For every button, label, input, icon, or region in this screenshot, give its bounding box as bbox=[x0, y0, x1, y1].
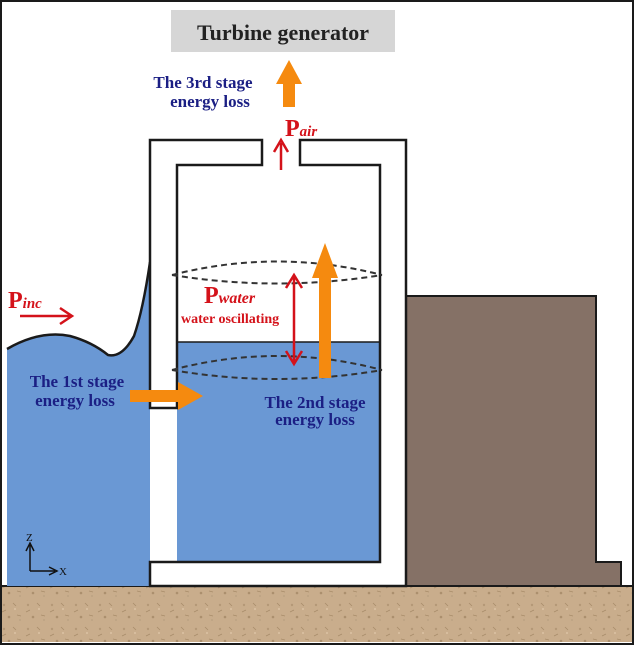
incident-wave-surface bbox=[6, 261, 152, 357]
stage1-label-line2: energy loss bbox=[35, 391, 115, 410]
owc-chamber-structure bbox=[148, 138, 408, 588]
water-level-lower-dashed-lower bbox=[171, 369, 383, 380]
p-inc-sub: inc bbox=[23, 296, 43, 312]
p-air-main: P bbox=[285, 116, 300, 142]
x-axis-label: X bbox=[59, 566, 67, 578]
breakwater-block bbox=[405, 295, 622, 587]
coordinate-axes: Z X bbox=[25, 532, 67, 578]
ocean-water bbox=[7, 262, 150, 586]
stage2-label-line2: energy loss bbox=[275, 410, 355, 429]
stage2-energy-arrow-icon bbox=[312, 243, 338, 378]
p-water-sub: water bbox=[219, 290, 256, 307]
stage3-label-line2: energy loss bbox=[170, 92, 250, 111]
p-inc-main: P bbox=[8, 288, 23, 314]
stage3-label-line1: The 3rd stage bbox=[153, 73, 253, 92]
stage1-energy-arrow-icon bbox=[130, 382, 203, 410]
p-inc-arrow-icon bbox=[20, 306, 75, 326]
p-air-label: Pair bbox=[285, 116, 317, 142]
turbine-generator-box bbox=[171, 10, 395, 52]
stage2-label-line1: The 2nd stage bbox=[264, 393, 366, 412]
p-air-sub: air bbox=[300, 124, 318, 140]
p-water-main: P bbox=[204, 283, 219, 309]
axes-lines-icon bbox=[25, 541, 59, 576]
chamber-water bbox=[177, 342, 380, 562]
page-title: Turbine generator bbox=[197, 20, 369, 45]
stage1-label-line1: The 1st stage bbox=[30, 372, 125, 391]
z-axis-label: Z bbox=[26, 532, 33, 544]
oscillation-double-arrow-icon bbox=[284, 272, 304, 367]
p-inc-label: Pinc bbox=[8, 288, 42, 314]
p-water-label: Pwater bbox=[204, 283, 256, 309]
stage3-energy-arrow-icon bbox=[276, 60, 302, 107]
water-level-upper-dashed-lower bbox=[171, 274, 383, 285]
water-oscillating-label: water oscillating bbox=[181, 312, 279, 327]
p-air-arrow-icon bbox=[272, 137, 290, 170]
seabed-ground bbox=[2, 586, 632, 642]
water-level-upper-dashed bbox=[171, 260, 383, 276]
